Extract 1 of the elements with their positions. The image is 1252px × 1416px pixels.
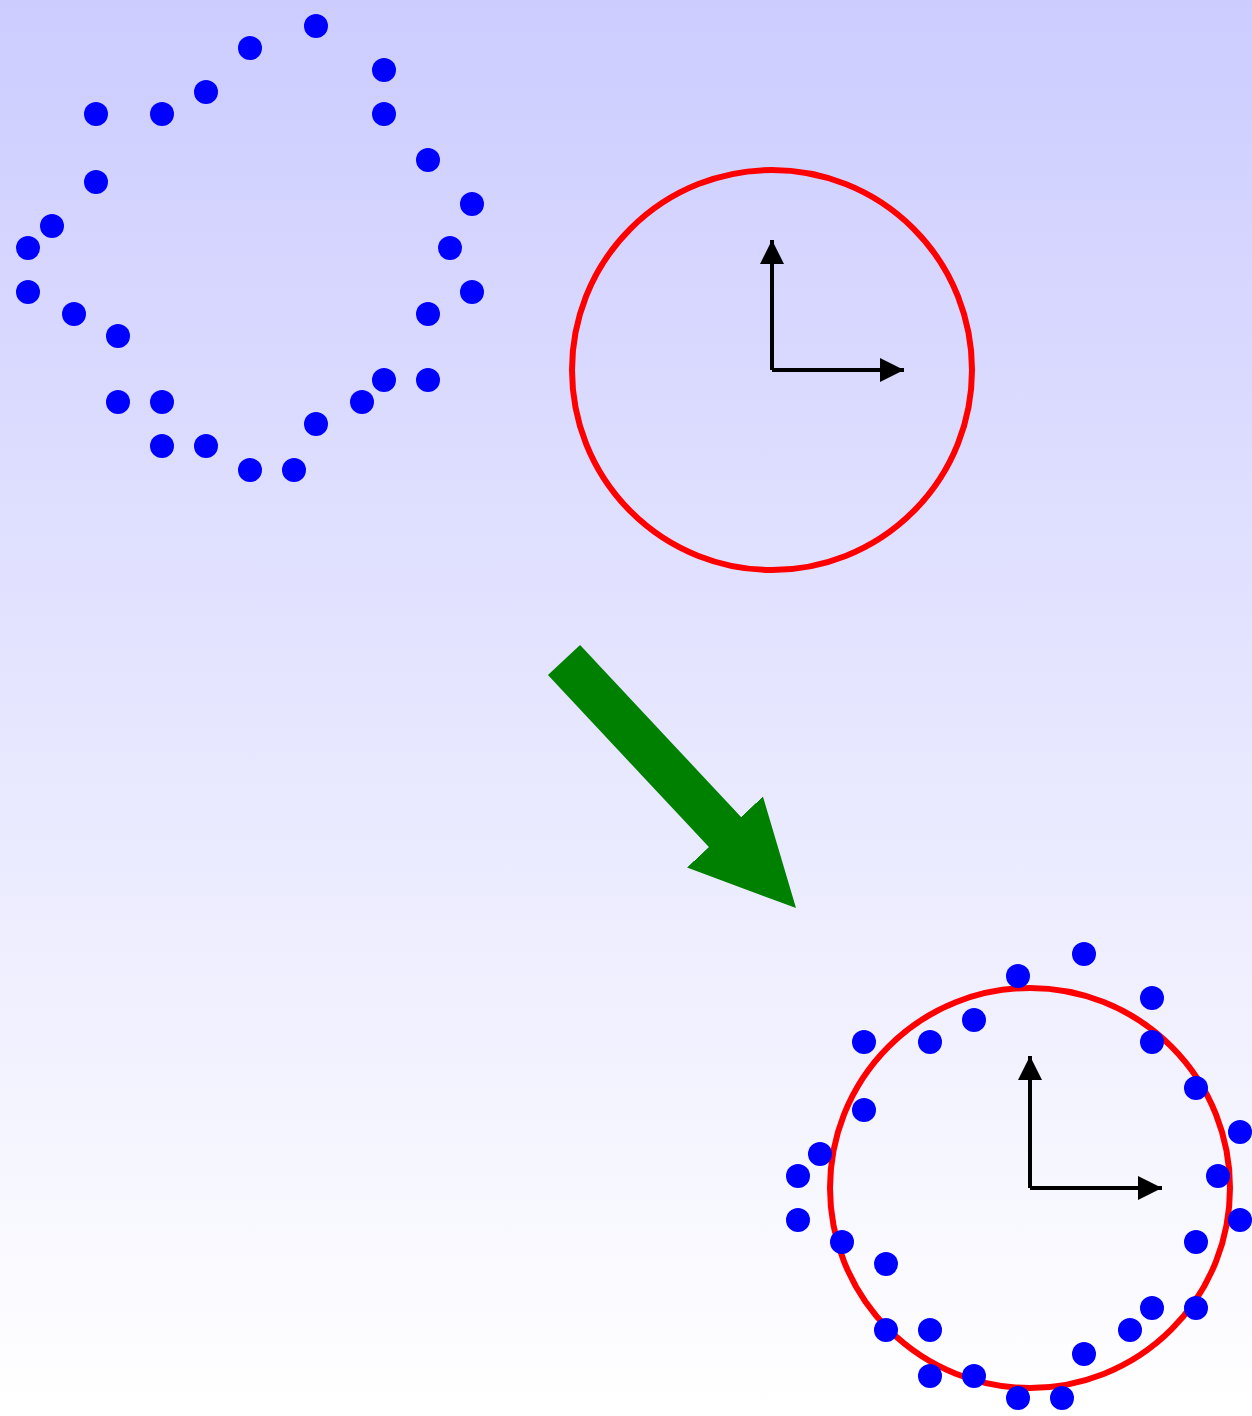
arrow [547,644,796,908]
